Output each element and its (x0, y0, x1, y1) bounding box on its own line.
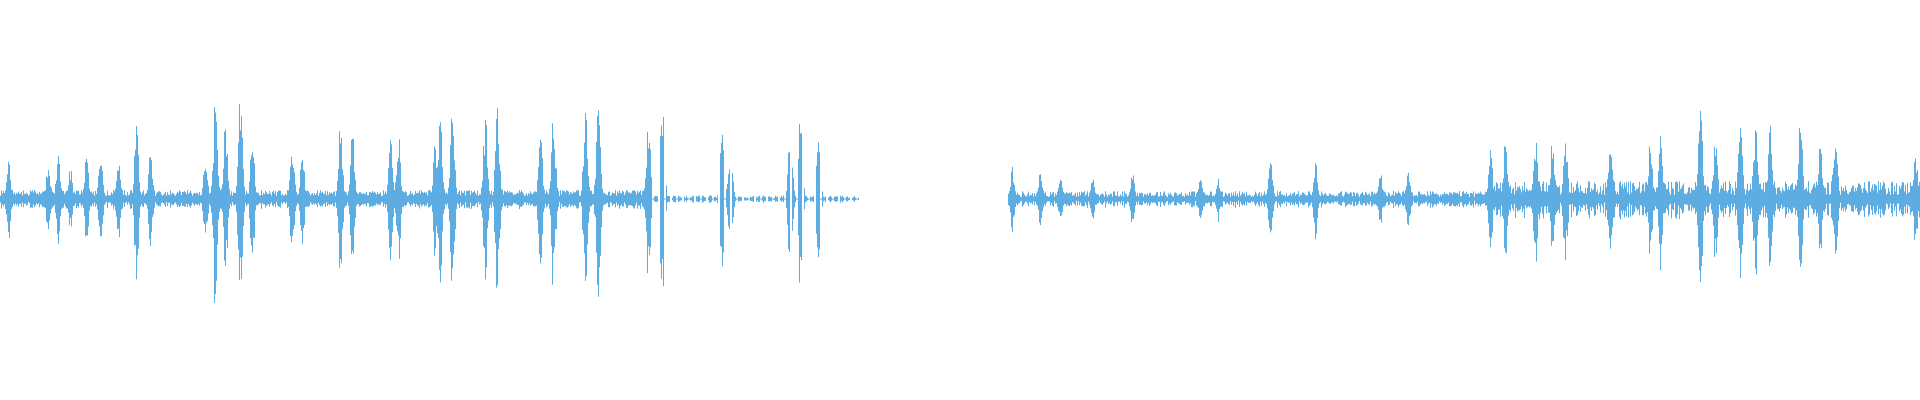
waveform-samples (0, 104, 1920, 303)
